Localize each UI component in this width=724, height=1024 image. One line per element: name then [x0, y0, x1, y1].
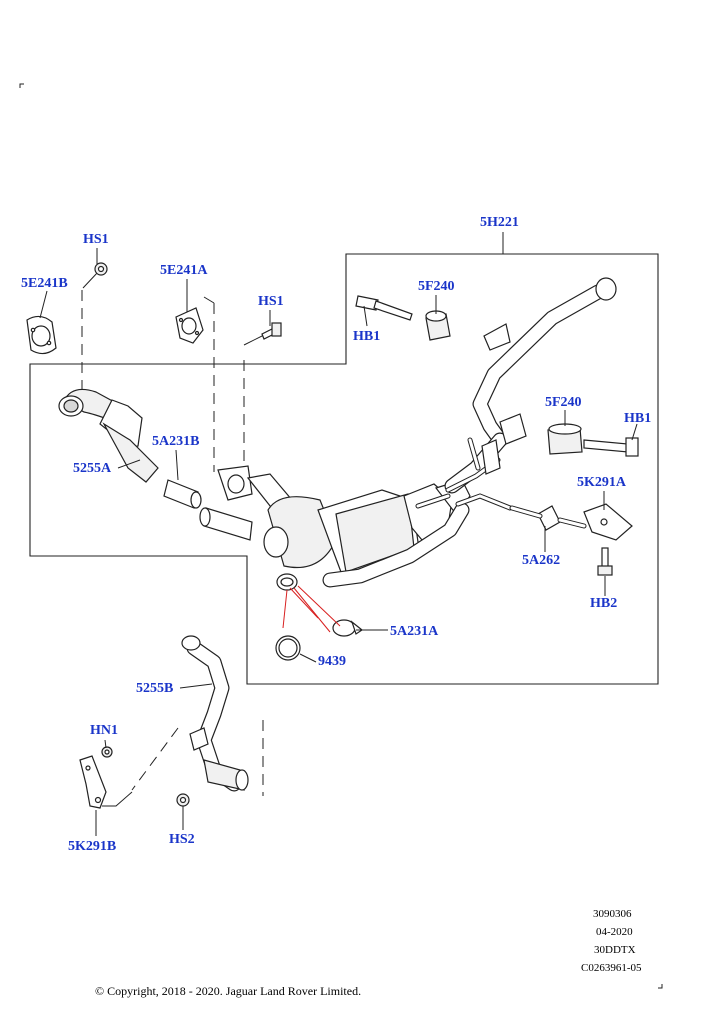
particulate-filter-body[interactable]: [246, 473, 471, 581]
callout-5255b[interactable]: 5255B: [136, 681, 174, 696]
corner-marks: [19, 83, 663, 989]
gasket-9439[interactable]: [275, 573, 301, 661]
callout-5e241a[interactable]: 5E241A: [160, 263, 208, 278]
callout-5k291a[interactable]: 5K291A: [577, 475, 626, 490]
alignment-lines: [81, 271, 267, 796]
nut-hn1[interactable]: [101, 746, 113, 758]
callout-5f240-top[interactable]: 5F240: [418, 279, 455, 294]
callout-5h221[interactable]: 5H221: [480, 215, 519, 230]
stud-hs2[interactable]: [176, 793, 190, 807]
stud-hs1-top[interactable]: [94, 262, 108, 276]
callout-5e241b[interactable]: 5E241B: [21, 276, 68, 291]
callout-9439[interactable]: 9439: [318, 654, 346, 669]
callout-hb2[interactable]: HB2: [590, 596, 618, 611]
reference-engine-code: 30DDTX: [594, 944, 636, 956]
callout-hb1-left[interactable]: HB1: [353, 329, 381, 344]
sensor-harness: [415, 437, 513, 511]
callout-5a231b[interactable]: 5A231B: [152, 434, 200, 449]
bolt-hb1-left[interactable]: [355, 295, 413, 321]
callout-5k291b[interactable]: 5K291B: [68, 839, 117, 854]
callout-5255a[interactable]: 5255A: [73, 461, 112, 476]
downpipe-5255b[interactable]: [181, 635, 249, 792]
callout-hn1[interactable]: HN1: [90, 723, 118, 738]
callout-5a262[interactable]: 5A262: [522, 553, 561, 568]
bracket-5k291a[interactable]: [583, 503, 633, 541]
gasket-5e241a[interactable]: [175, 307, 204, 344]
highlight-leaders: [282, 585, 341, 633]
callout-hb1-right[interactable]: HB1: [624, 411, 652, 426]
callout-5f240-right[interactable]: 5F240: [545, 395, 582, 410]
clamp-5a231a[interactable]: [332, 619, 364, 637]
insulator-5f240-top[interactable]: [425, 310, 451, 341]
gasket-5e241b[interactable]: [26, 315, 57, 355]
callout-leaders: [39, 248, 638, 836]
bracket-5k291b[interactable]: [79, 755, 133, 809]
insulator-5f240-right[interactable]: [547, 423, 583, 455]
connector-5a231b[interactable]: [163, 479, 253, 541]
assembly-frame: [29, 232, 659, 685]
copyright-notice: © Copyright, 2018 - 2020. Jaguar Land Ro…: [95, 984, 362, 998]
bolt-hs1-mid[interactable]: [261, 322, 282, 340]
reference-number: 3090306: [593, 908, 632, 920]
tailpipe-5h221[interactable]: [322, 277, 617, 588]
sensor-5a262[interactable]: [509, 505, 587, 531]
callout-hs1-top[interactable]: HS1: [83, 232, 109, 247]
bolt-hb2[interactable]: [597, 547, 613, 576]
downpipe-5255a[interactable]: [58, 388, 159, 483]
reference-date: 04-2020: [596, 926, 633, 938]
callout-5a231a[interactable]: 5A231A: [390, 624, 439, 639]
bolt-hb1-right[interactable]: [583, 437, 639, 457]
dpf-inlet-gasket[interactable]: [217, 465, 253, 501]
callout-hs1-mid[interactable]: HS1: [258, 294, 284, 309]
reference-illustration-id: C0263961-05: [581, 962, 642, 974]
callout-hs2[interactable]: HS2: [169, 832, 195, 847]
